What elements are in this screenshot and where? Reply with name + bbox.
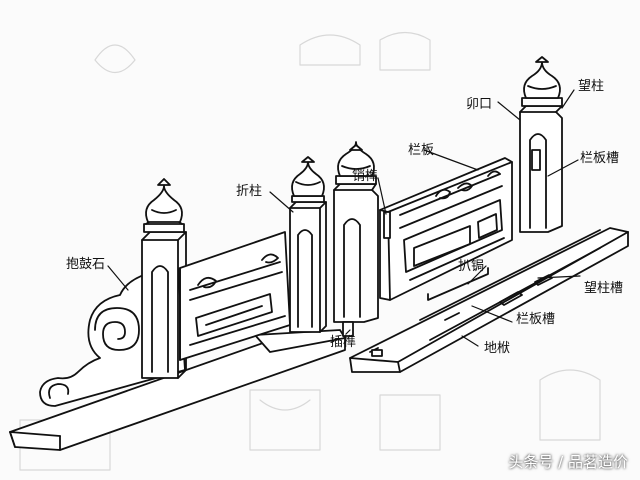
background-ornaments	[19, 31, 601, 471]
main-post	[519, 56, 563, 233]
watermark: 头条号 / 品茗造价	[508, 453, 628, 471]
label-chasun: 插榫	[330, 335, 357, 350]
label-zhezhu: 折柱	[236, 184, 263, 199]
label-xiaosun: 销榫	[352, 169, 379, 184]
center-post	[333, 141, 379, 337]
drum-stone-post	[141, 178, 187, 379]
label-wangzhu: 望柱	[578, 79, 605, 94]
label-difu: 地栿	[484, 341, 511, 356]
fold-post	[289, 156, 327, 333]
label-lanbancao: 栏板槽	[580, 151, 620, 166]
label-wangzhucao: 望柱槽	[584, 281, 624, 296]
leader-lines	[107, 89, 581, 347]
label-baogushi: 抱鼓石	[66, 257, 106, 272]
iron-cramp	[427, 267, 489, 301]
left-railing-panel	[179, 231, 291, 361]
ground-sill-right	[349, 227, 629, 373]
label-bajuan: 扒锔	[458, 259, 485, 274]
label-lanbancao-sill: 栏板槽	[516, 312, 556, 327]
label-maokou: 卯口	[466, 97, 493, 112]
label-lanban: 栏板	[408, 143, 435, 158]
railing-panel	[379, 157, 513, 301]
